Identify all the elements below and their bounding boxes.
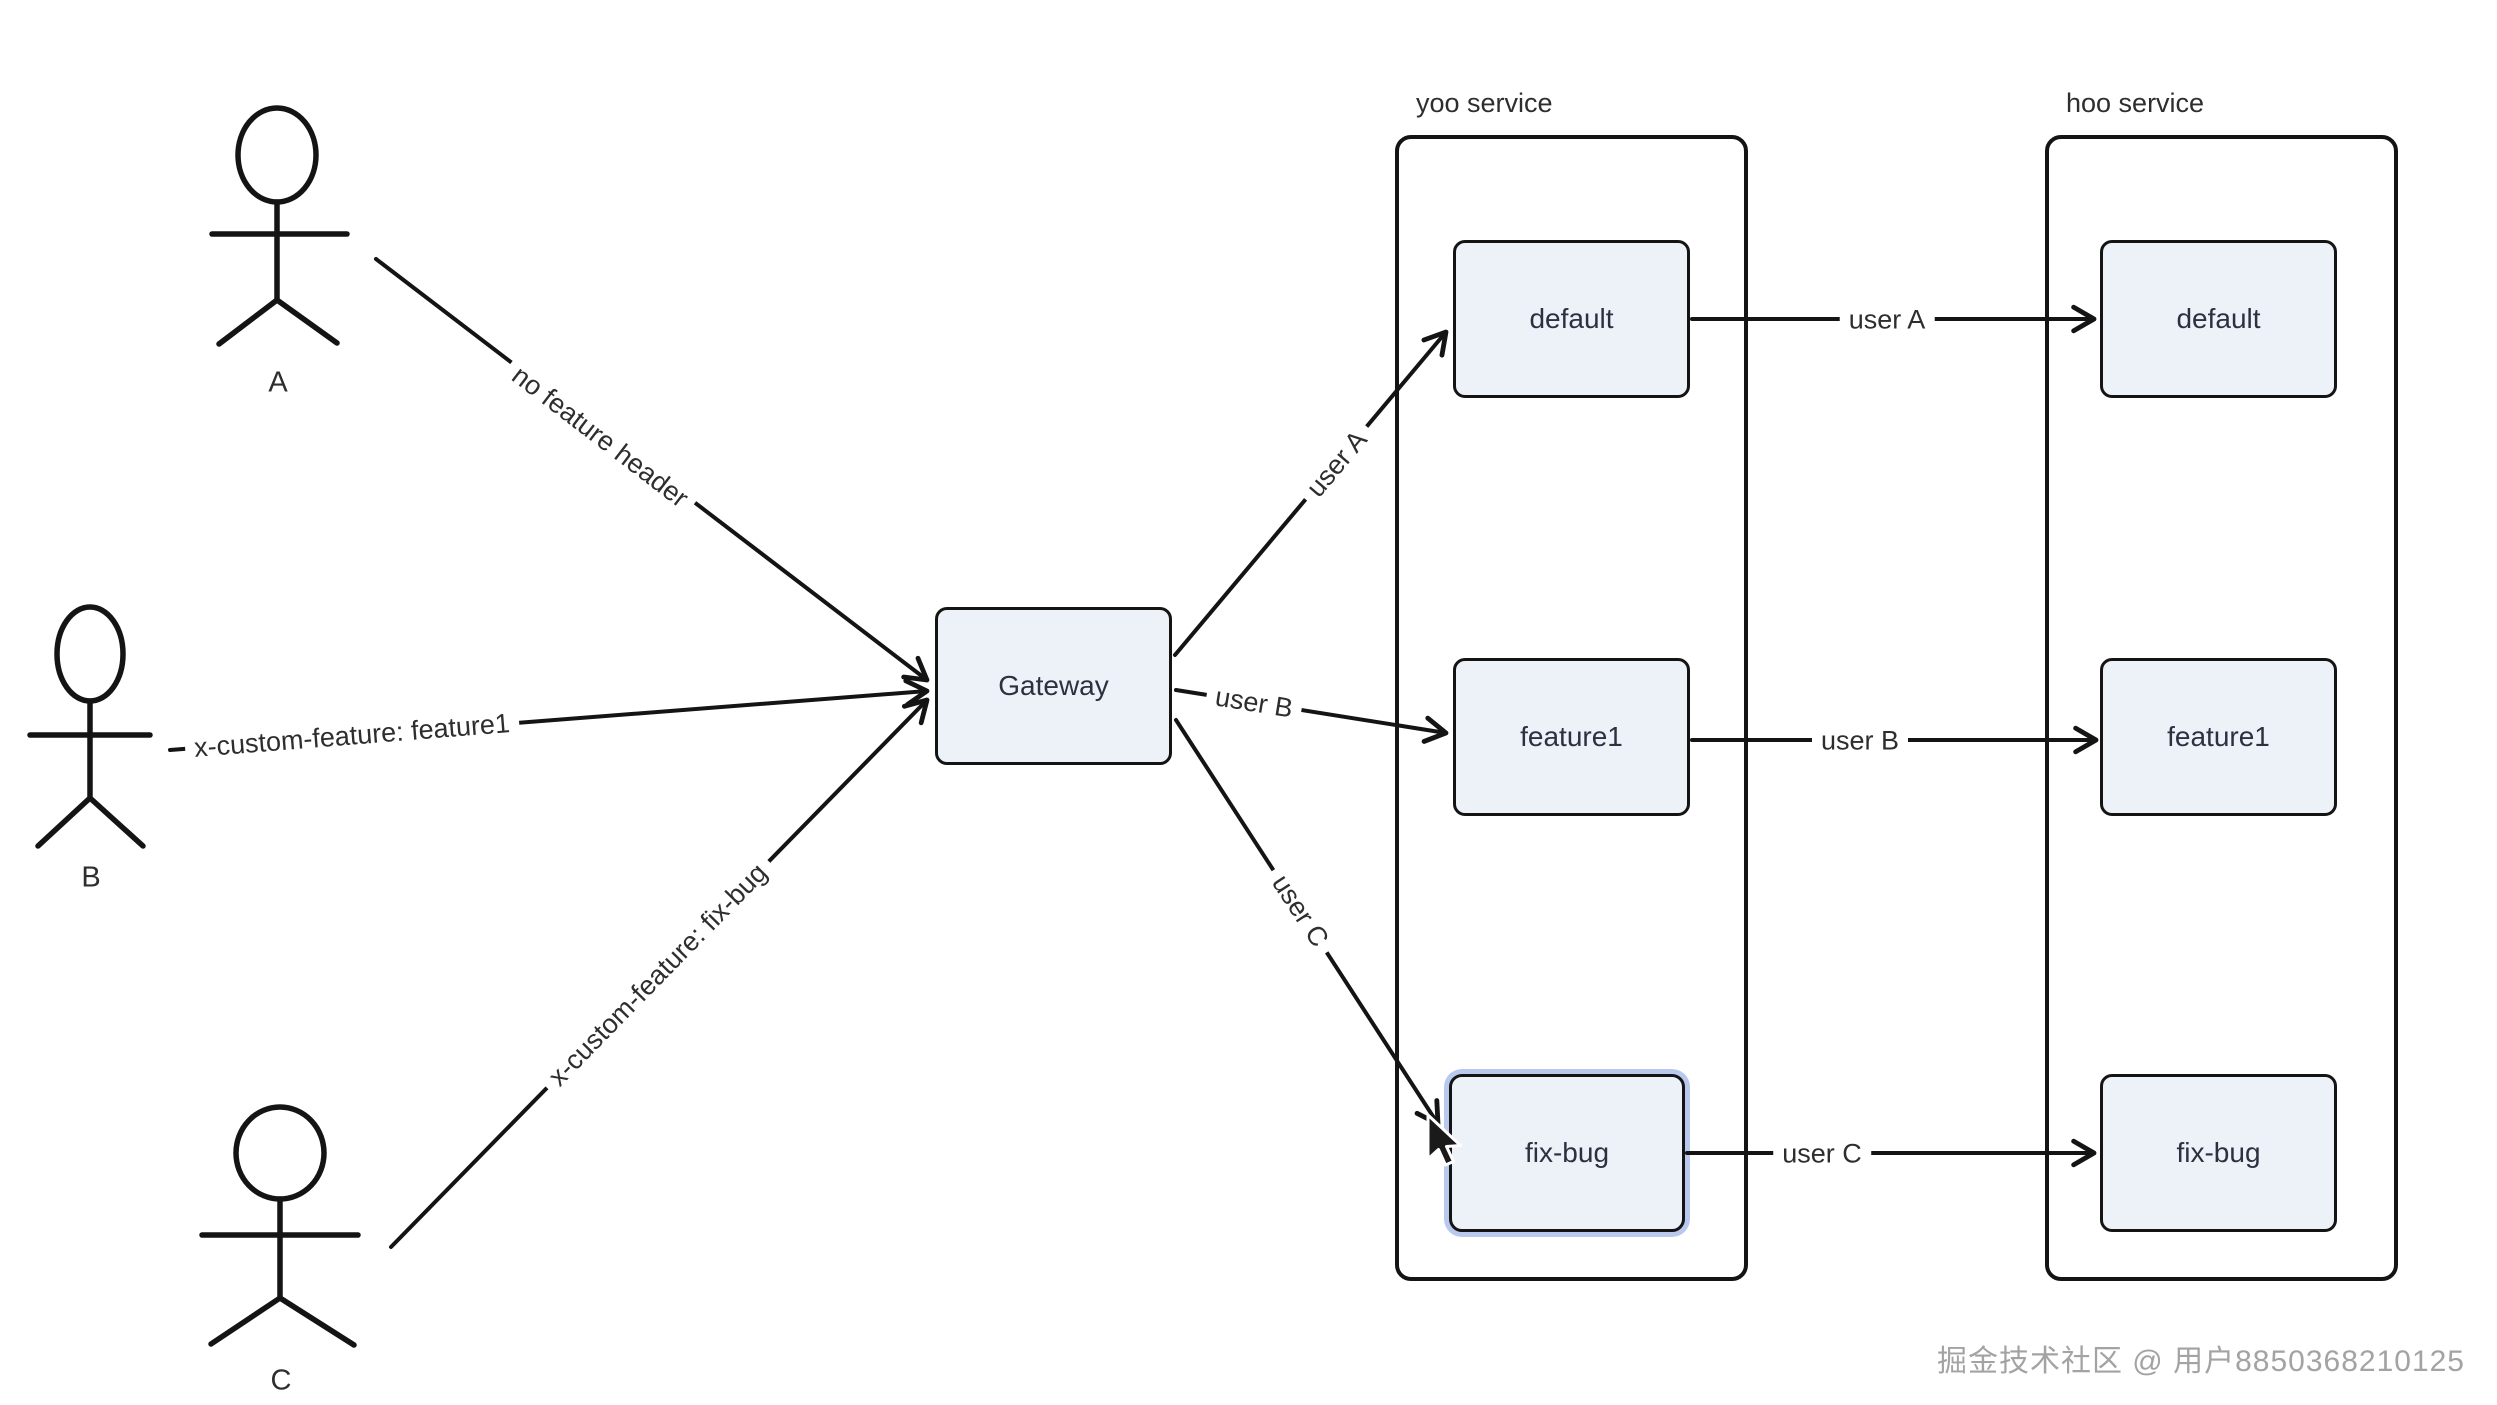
actor-c-figure[interactable] [199, 1104, 361, 1348]
edge-label-user-a-gateway: user A [1293, 417, 1381, 511]
actor-a-name: A [268, 366, 288, 399]
edge-label-x-custom-feature-fixbug: x-custom-feature: fix-bug [535, 850, 781, 1100]
edge-label-user-c-gateway: user C [1259, 861, 1341, 961]
edge-label-user-b-services: user B [1811, 724, 1909, 758]
hoo-feature1-node[interactable]: feature1 [2100, 658, 2337, 816]
hoo-default-node[interactable]: default [2100, 240, 2337, 398]
watermark-text: 掘金技术社区 @ 用户8850368210125 [1936, 1345, 2465, 1378]
gateway-node[interactable]: Gateway [935, 607, 1172, 765]
edge-label-user-a-services: user A [1839, 303, 1935, 337]
yoo-feature1-node[interactable]: feature1 [1453, 658, 1690, 816]
actor-b-name: B [81, 861, 101, 894]
edge-label-no-feature-header: no feature header [498, 353, 702, 521]
edge-label-user-b-gateway: user B [1203, 679, 1305, 727]
edge-label-user-c-services: user C [1773, 1137, 1871, 1171]
yoo-feature1-label: feature1 [1520, 721, 1623, 752]
yoo-service-title: yoo service [1416, 88, 1553, 118]
gateway-label: Gateway [998, 670, 1109, 701]
actor-b-figure[interactable] [27, 604, 153, 849]
actor-a-figure[interactable] [209, 105, 350, 347]
hoo-default-label: default [2176, 303, 2261, 334]
yoo-fixbug-node[interactable]: fix-bug [1449, 1074, 1685, 1232]
actor-c-name: C [270, 1364, 292, 1397]
hoo-service-container[interactable] [2045, 135, 2398, 1281]
hoo-fixbug-node[interactable]: fix-bug [2100, 1074, 2337, 1232]
yoo-default-label: default [1529, 303, 1614, 334]
hoo-fixbug-label: fix-bug [2176, 1137, 2261, 1168]
edge-label-x-custom-feature-feature1: x-custom-feature: feature1 [183, 706, 521, 766]
yoo-fixbug-label: fix-bug [1524, 1137, 1610, 1168]
hoo-service-title: hoo service [2066, 88, 2205, 118]
hoo-feature1-label: feature1 [2167, 721, 2270, 752]
yoo-default-node[interactable]: default [1453, 240, 1690, 398]
